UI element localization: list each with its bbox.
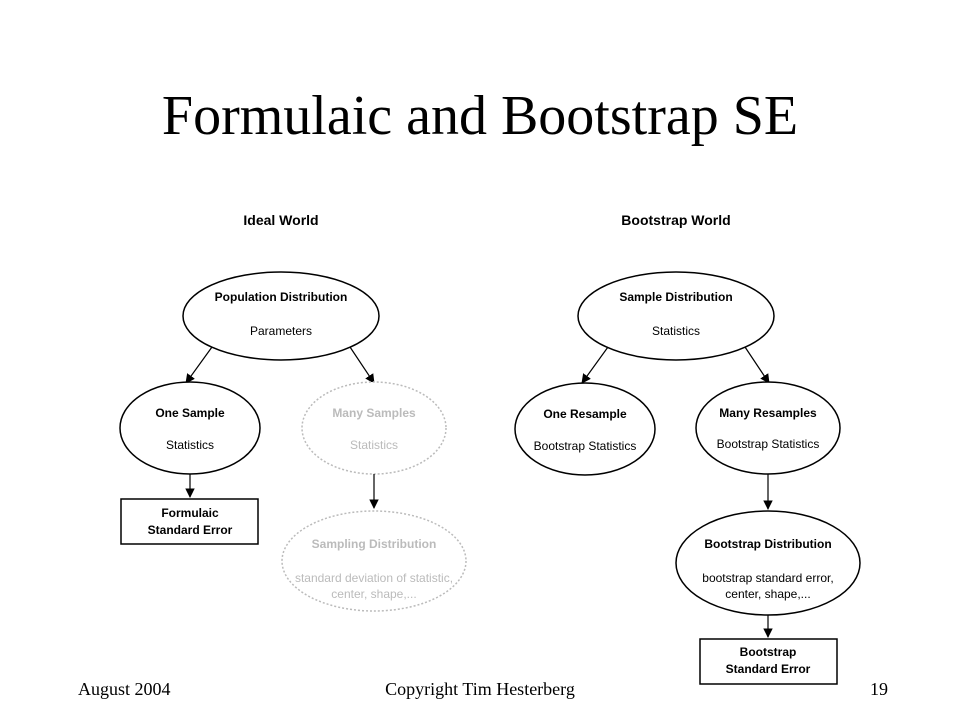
many-resamples-node: Many Resamples Bootstrap Statistics [695,381,841,475]
bootstrap-se-line2: Standard Error [726,662,811,676]
arrow-population-to-many-samples [349,346,375,384]
many-resamples-subtitle: Bootstrap Statistics [717,437,820,451]
one-sample-node: One Sample Statistics [119,381,261,475]
many-samples-node: Many Samples Statistics [301,381,447,475]
bootstrap-distribution-line2: center, shape,... [725,587,810,601]
formulaic-standard-error-box: Formulaic Standard Error [120,498,259,545]
one-resample-node: One Resample Bootstrap Statistics [514,382,656,476]
one-resample-title: One Resample [543,407,627,421]
bootstrap-distribution-title: Bootstrap Distribution [704,537,831,551]
population-distribution-subtitle: Parameters [250,324,312,338]
bootstrap-se-line1: Bootstrap [740,645,797,659]
population-distribution-title: Population Distribution [215,290,348,304]
ideal-world-heading: Ideal World [243,212,318,228]
sampling-distribution-title: Sampling Distribution [312,537,437,551]
formulaic-se-line1: Formulaic [161,506,219,520]
arrow-population-to-one-sample [185,346,213,384]
sample-distribution-subtitle: Statistics [652,324,700,338]
bootstrap-distribution-node: Bootstrap Distribution bootstrap standar… [675,510,861,616]
many-samples-title: Many Samples [332,406,416,420]
bootstrap-distribution-line1: bootstrap standard error, [702,571,833,585]
population-distribution-node: Population Distribution Parameters [182,271,380,361]
arrow-sample-to-one-resample [581,346,609,384]
bootstrap-world-heading: Bootstrap World [621,212,730,228]
sample-distribution-node: Sample Distribution Statistics [577,271,775,361]
sample-distribution-title: Sample Distribution [619,290,732,304]
sampling-distribution-line2: center, shape,... [331,587,416,601]
arrow-sample-to-many-resamples [744,346,770,384]
one-sample-subtitle: Statistics [166,438,214,452]
bootstrap-standard-error-box: Bootstrap Standard Error [699,638,838,685]
footer-date: August 2004 [78,679,171,699]
footer-page-number: 19 [870,679,888,699]
footer-copyright: Copyright Tim Hesterberg [385,679,575,699]
sampling-distribution-node: Sampling Distribution standard deviation… [281,510,467,612]
sampling-distribution-line1: standard deviation of statistic, [295,571,453,585]
many-samples-subtitle: Statistics [350,438,398,452]
formulaic-se-line2: Standard Error [148,523,233,537]
slide-title: Formulaic and Bootstrap SE [161,85,799,147]
one-sample-title: One Sample [155,406,225,420]
one-resample-subtitle: Bootstrap Statistics [534,439,637,453]
many-resamples-title: Many Resamples [719,406,817,420]
